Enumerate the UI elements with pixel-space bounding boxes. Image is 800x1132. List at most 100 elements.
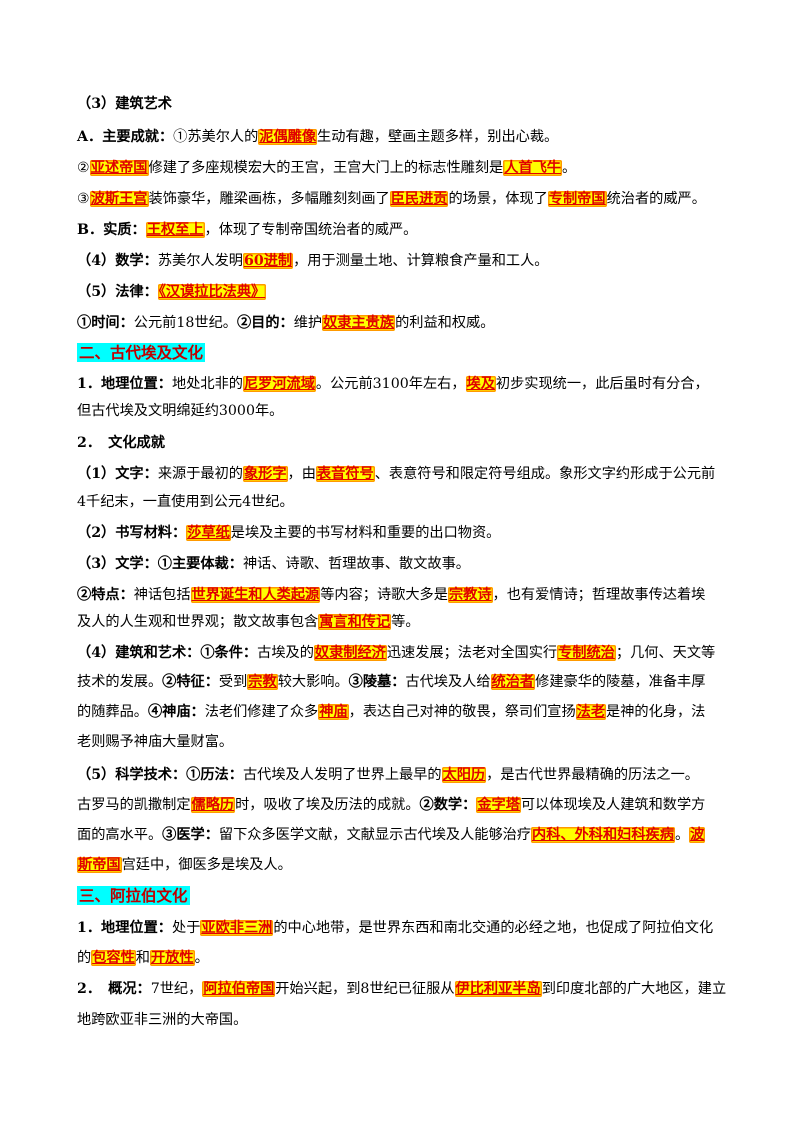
text-line: （3）建筑艺术 <box>77 94 730 114</box>
text-run: 来源于最初的 <box>157 466 243 482</box>
text-line: 2． 文化成就 <box>77 433 730 453</box>
text-run: 的中心地带，是世界东西和南北交通的必经之地，也促成了阿拉伯文化 <box>273 920 714 936</box>
highlighted-keyword: 莎草纸 <box>186 525 231 541</box>
highlighted-keyword: 泥偶雕像 <box>258 129 318 145</box>
text-run: 及人的人生观和世界观；散文故事包含 <box>77 614 319 630</box>
text-run: 公元前18世纪。 <box>133 315 237 331</box>
text-line: B．实质：王权至上，体现了专制帝国统治者的威严。 <box>77 220 730 240</box>
text-run: 技术的发展。 <box>77 674 163 690</box>
highlighted-keyword: 王权至上 <box>145 222 205 238</box>
bold-label: ①时间： <box>77 315 134 331</box>
highlighted-keyword: 包容性 <box>91 950 136 966</box>
highlighted-keyword: 60进制 <box>242 253 294 269</box>
text-line: 面的高水平。③医学：留下众多医学文献，文献显示古代埃及人能够治疗内科、外科和妇科… <box>77 825 730 845</box>
bold-label: 1．地理位置： <box>77 920 172 936</box>
text-run: 维护 <box>293 315 323 331</box>
highlighted-keyword: 神庙 <box>318 704 349 720</box>
bold-label: ④神庙： <box>147 704 205 720</box>
text-line: 二、古代埃及文化 <box>77 343 730 364</box>
bold-label: ②目的： <box>236 315 294 331</box>
text-run: 。 <box>194 950 209 966</box>
highlighted-keyword: 埃及 <box>465 376 496 392</box>
highlighted-keyword: 人首飞牛 <box>503 160 562 176</box>
section-heading: 三、阿拉伯文化 <box>77 886 190 905</box>
text-line: 老则赐予神庙大量财富。 <box>77 732 730 752</box>
bold-label: 1．地理位置： <box>77 376 172 392</box>
bold-label: （1）文字： <box>77 466 158 482</box>
text-run: 。公元前3100年左右， <box>315 376 466 392</box>
highlighted-keyword: 开放性 <box>149 950 195 966</box>
bold-label: （3）文学：①主要体裁： <box>77 556 243 572</box>
highlighted-keyword: 奴隶制经济 <box>313 645 387 661</box>
text-run: 等。 <box>391 614 420 630</box>
text-run: 初步实现统一，此后虽时有分合， <box>495 376 709 392</box>
text-run: 的场景，体现了 <box>448 191 548 207</box>
highlighted-keyword: 亚述帝国 <box>89 160 149 176</box>
highlighted-keyword: 统治者 <box>490 674 536 690</box>
text-run: 古罗马的凯撒制定 <box>77 797 191 813</box>
text-run: 老则赐予神庙大量财富。 <box>77 734 234 750</box>
text-run: 和 <box>135 950 150 966</box>
bold-label: ②数学： <box>419 797 477 813</box>
bold-label: A．主要成就： <box>77 129 174 145</box>
text-line: 的随葬品。④神庙：法老们修建了众多神庙，表达自己对神的敬畏，祭司们宣扬法老是神的… <box>77 702 730 722</box>
highlighted-keyword: 亚欧非三洲 <box>200 920 274 936</box>
text-line: 地跨欧亚非三洲的大帝国。 <box>77 1010 730 1030</box>
text-line: （2）书写材料：莎草纸是埃及主要的书写材料和重要的出口物资。 <box>77 523 730 543</box>
text-run: 较大影响。 <box>277 674 349 690</box>
section-heading: 二、古代埃及文化 <box>77 343 206 362</box>
text-line: （3）文学：①主要体裁：神话、诗歌、哲理故事、散文故事。 <box>77 554 730 574</box>
highlighted-keyword: 臣民进贡 <box>389 191 449 207</box>
text-line: 斯帝国宫廷中，御医多是埃及人。 <box>77 855 730 875</box>
highlighted-keyword: 世界诞生和人类起源 <box>190 587 321 603</box>
text-run: 面的高水平。 <box>77 827 163 843</box>
highlighted-keyword: 象形字 <box>242 466 288 482</box>
text-run: 生动有趣，壁画主题多样，别出心裁。 <box>317 129 559 145</box>
text-run: 但古代埃及文明绵延约3000年。 <box>77 403 284 419</box>
highlighted-keyword: 《汉谟拉比法典》 <box>157 284 267 300</box>
text-run: 古代埃及人给 <box>405 674 491 690</box>
text-run: ，是古代世界最精确的历法之一。 <box>486 767 699 783</box>
text-run: 。 <box>561 160 577 176</box>
highlighted-keyword: 斯帝国 <box>77 857 122 873</box>
text-run: 古代埃及人发明了世界上最早的 <box>242 767 442 783</box>
highlighted-keyword: 专制帝国 <box>547 191 607 207</box>
text-run: 是神的化身，法 <box>606 704 706 720</box>
bold-label: 2． 概况： <box>77 981 151 997</box>
highlighted-keyword: 宗教 <box>247 674 278 690</box>
text-line: 4千纪末，一直使用到公元4世纪。 <box>77 492 730 512</box>
text-line: 但古代埃及文明绵延约3000年。 <box>77 401 730 421</box>
text-line: A．主要成就：①苏美尔人的泥偶雕像生动有趣，壁画主题多样，别出心裁。 <box>77 127 730 147</box>
bold-label: （3）建筑艺术 <box>77 96 172 112</box>
text-run: 开始兴起，到8世纪已征服从 <box>275 981 455 997</box>
text-line: ②亚述帝国修建了多座规模宏大的王宫，王宫大门上的标志性雕刻是人首飞牛。 <box>77 158 730 178</box>
text-run: 的利益和权威。 <box>395 315 495 331</box>
text-line: （5）法律：《汉谟拉比法典》 <box>77 282 730 302</box>
text-run: 法老们修建了众多 <box>204 704 319 720</box>
text-run: ；几何、天文等 <box>615 645 716 661</box>
text-line: ③波斯王宫装饰豪华，雕梁画栋，多幅雕刻刻画了臣民进贡的场景，体现了专制帝国统治者… <box>77 189 730 209</box>
text-run: ，由 <box>287 466 316 482</box>
highlighted-keyword: 阿拉伯帝国 <box>202 981 276 997</box>
text-line: ②特点：神话包括世界诞生和人类起源等内容；诗歌大多是宗教诗，也有爱情诗；哲理故事… <box>77 585 730 605</box>
highlighted-keyword: 内科、外科和妇科疾病 <box>531 827 675 843</box>
text-run: 古埃及的 <box>257 645 314 661</box>
text-run: ，表达自己对神的敬畏，祭司们宣扬 <box>348 704 576 720</box>
text-line: 及人的人生观和世界观；散文故事包含寓言和传记等。 <box>77 612 730 632</box>
text-run: 的随葬品。 <box>77 704 148 720</box>
text-line: 古罗马的凯撒制定儒略历时，吸收了埃及历法的成就。②数学：金字塔可以体现埃及人建筑… <box>77 795 730 815</box>
highlighted-keyword: 法老 <box>575 704 607 720</box>
text-line: 1．地理位置：地处北非的尼罗河流域。公元前3100年左右，埃及初步实现统一，此后… <box>77 374 730 394</box>
highlighted-keyword: 表音符号 <box>315 466 375 482</box>
bold-label: B．实质： <box>77 222 146 238</box>
highlighted-keyword: 太阳历 <box>441 767 487 783</box>
text-run: 处于 <box>172 920 201 936</box>
text-run: 4千纪末，一直使用到公元4世纪。 <box>77 494 294 510</box>
text-line: ①时间：公元前18世纪。②目的：维护奴隶主贵族的利益和权威。 <box>77 313 730 333</box>
text-run: 留下众多医学文献，文献显示古代埃及人能够治疗 <box>218 827 532 843</box>
bold-label: ②特征： <box>162 674 219 690</box>
text-run: ，体现了专制帝国统治者的威严。 <box>204 222 418 238</box>
text-run: 受到 <box>218 674 248 690</box>
highlighted-keyword: 波 <box>689 827 706 843</box>
text-run: 时，吸收了埃及历法的成就。 <box>235 797 420 813</box>
